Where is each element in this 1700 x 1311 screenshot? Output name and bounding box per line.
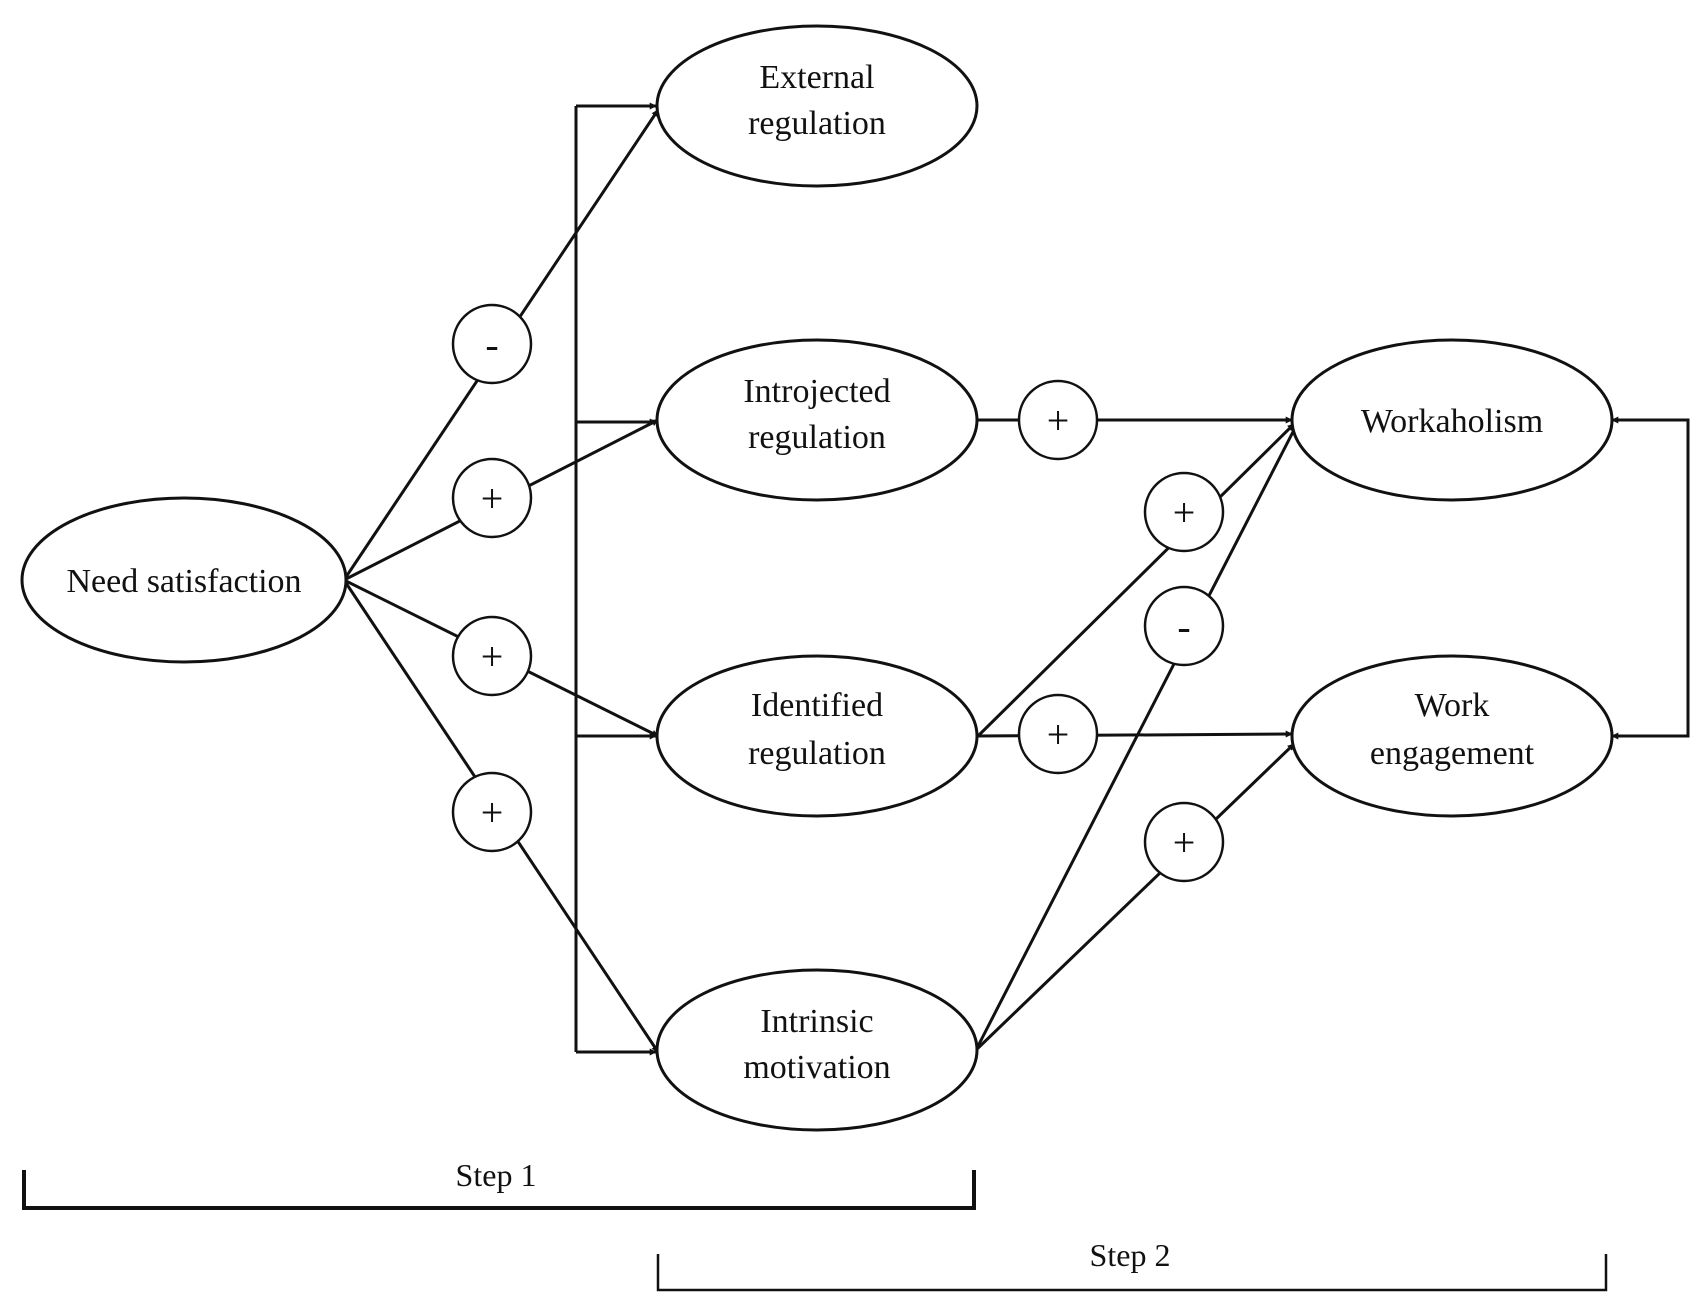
node-work-engagement-line2: engagement	[1370, 735, 1535, 772]
sign-identified-engagement-text: +	[1047, 712, 1070, 757]
sign-introjected-workaholism: +	[1017, 379, 1099, 461]
node-external-regulation-line1: External	[759, 59, 874, 96]
node-introjected-regulation-line2: regulation	[748, 419, 886, 456]
correlation-workaholism-engagement	[1611, 416, 1690, 740]
node-intrinsic-motivation-line2: motivation	[743, 1049, 890, 1086]
arrow-intrinsic-engagement	[974, 742, 1296, 1052]
step-1-bracket-group: Step 1	[22, 1157, 976, 1210]
node-workaholism: Workaholism	[1290, 338, 1614, 502]
sign-identified-workaholism-text: +	[1173, 490, 1196, 535]
node-intrinsic-motivation: Intrinsic motivation	[655, 968, 979, 1132]
sign-intrinsic-engagement-text: +	[1173, 820, 1196, 865]
node-need-satisfaction: Need satisfaction	[20, 496, 348, 664]
sign-need-intrinsic-text: +	[481, 790, 504, 835]
arrow-identified-workaholism	[976, 422, 1296, 738]
sign-intrinsic-workaholism: -	[1143, 585, 1225, 667]
node-workaholism-label: Workaholism	[1361, 403, 1543, 440]
step-2-bracket-group: Step 2	[656, 1237, 1608, 1292]
sign-need-external-text: -	[485, 322, 498, 367]
step-1-label: Step 1	[456, 1157, 537, 1193]
sign-need-intrinsic: +	[451, 771, 533, 853]
node-identified-regulation-line1: Identified	[751, 687, 883, 724]
node-external-regulation-line2: regulation	[748, 105, 886, 142]
sign-identified-workaholism: +	[1143, 471, 1225, 553]
node-identified-regulation: Identified regulation	[655, 654, 979, 818]
sign-introjected-workaholism-text: +	[1047, 398, 1070, 443]
sign-need-introjected: +	[451, 457, 533, 539]
node-introjected-regulation: Introjected regulation	[655, 338, 979, 502]
node-need-satisfaction-label: Need satisfaction	[66, 563, 301, 600]
node-work-engagement: Work engagement	[1290, 654, 1614, 818]
node-work-engagement-line1: Work	[1415, 687, 1490, 724]
sign-intrinsic-workaholism-text: -	[1177, 604, 1190, 649]
step-1-bracket	[22, 1170, 976, 1210]
sign-need-identified-text: +	[481, 634, 504, 679]
arrow-intrinsic-workaholism	[974, 425, 1298, 1051]
sign-need-external: -	[451, 303, 533, 385]
sign-identified-engagement: +	[1017, 693, 1099, 775]
sign-need-introjected-text: +	[481, 476, 504, 521]
node-external-regulation: External regulation	[655, 24, 979, 188]
node-intrinsic-motivation-line1: Intrinsic	[760, 1003, 873, 1040]
sign-intrinsic-engagement: +	[1143, 801, 1225, 883]
sign-need-identified: +	[451, 615, 533, 697]
step-2-label: Step 2	[1090, 1237, 1171, 1273]
node-introjected-regulation-line1: Introjected	[743, 373, 890, 410]
node-identified-regulation-line2: regulation	[748, 735, 886, 772]
step-2-bracket	[656, 1254, 1608, 1292]
